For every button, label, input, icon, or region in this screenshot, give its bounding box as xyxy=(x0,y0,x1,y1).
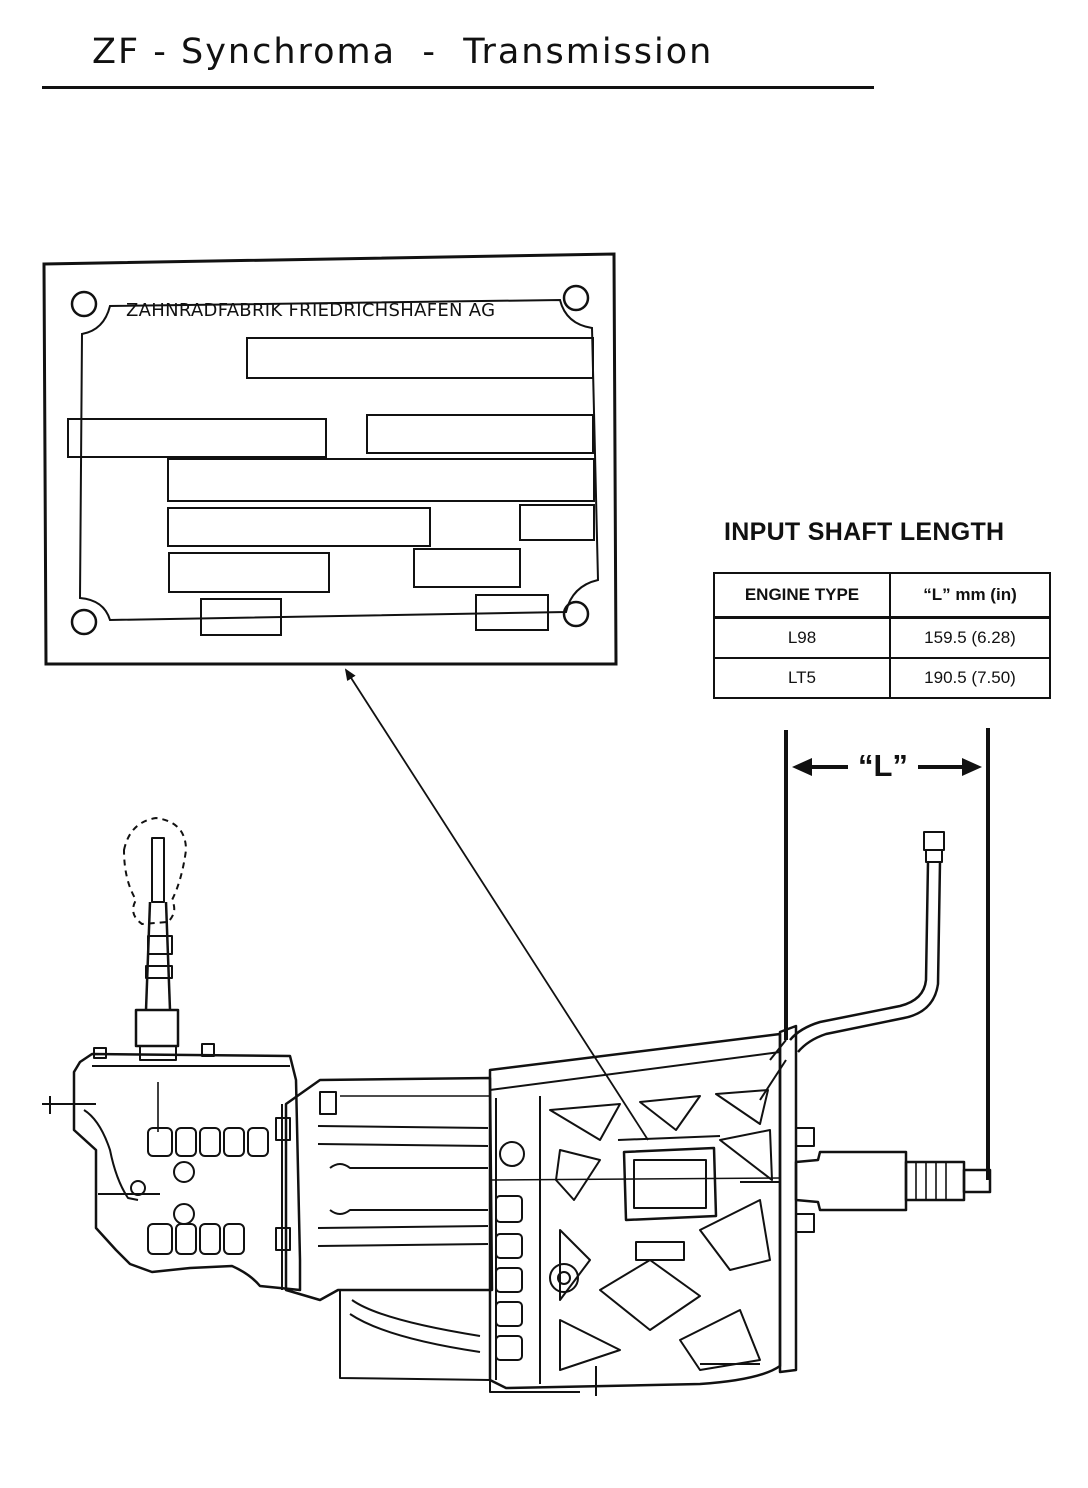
plate-inner-border xyxy=(78,298,600,622)
input-shaft xyxy=(740,1024,992,1374)
page-title: ZF - Synchroma - Transmission xyxy=(92,32,714,72)
shift-lever xyxy=(123,817,187,1061)
length-cell: 159.5 (6.28) xyxy=(889,616,1051,659)
plate-data-fields xyxy=(67,337,595,636)
vent-tube xyxy=(789,831,945,1053)
plate-bolt-hole-bl xyxy=(70,608,98,636)
plate-bolt-hole-br xyxy=(562,600,590,628)
case-id-tag xyxy=(617,1135,721,1261)
id-plate xyxy=(42,252,618,666)
dimension-l-label: “L” xyxy=(858,748,908,783)
table-row: LT5 190.5 (7.50) xyxy=(713,657,1051,699)
input-shaft-table: ENGINE TYPE “L” mm (in) L98 159.5 (6.28)… xyxy=(713,572,1051,699)
plate-leader-arrow xyxy=(344,668,649,1141)
dimension-arrowhead-right xyxy=(962,758,982,776)
plate-bolt-hole-tl xyxy=(70,290,98,318)
case-pockets xyxy=(495,1195,523,1361)
input-shaft-table-title: INPUT SHAFT LENGTH xyxy=(724,518,1005,546)
header-l-length: “L” mm (in) xyxy=(889,572,1051,619)
plate-outline xyxy=(42,252,618,666)
transmission-assembly xyxy=(42,817,992,1396)
housing-pockets xyxy=(147,1127,269,1255)
intermediate-case xyxy=(275,1076,494,1302)
dimension-arrowhead-left xyxy=(792,758,812,776)
table-row: L98 159.5 (6.28) xyxy=(713,616,1051,659)
engine-type-cell: LT5 xyxy=(713,657,891,699)
header-engine-type: ENGINE TYPE xyxy=(713,572,891,619)
main-case xyxy=(488,1032,782,1390)
engine-type-cell: L98 xyxy=(713,616,891,659)
plate-manufacturer-text: ZAHNRADFABRIK FRIEDRICHSHAFEN AG xyxy=(126,300,495,321)
table-header-row: ENGINE TYPE “L” mm (in) xyxy=(713,572,1051,619)
plate-bolt-hole-tr xyxy=(562,284,590,312)
case-ribs xyxy=(549,1089,773,1371)
shift-knob-outline xyxy=(123,817,187,925)
lower-housing xyxy=(339,1290,597,1396)
shift-housing xyxy=(42,1043,302,1292)
length-cell: 190.5 (7.50) xyxy=(889,657,1051,699)
title-underline xyxy=(42,86,874,89)
dimension-L xyxy=(784,728,990,1180)
